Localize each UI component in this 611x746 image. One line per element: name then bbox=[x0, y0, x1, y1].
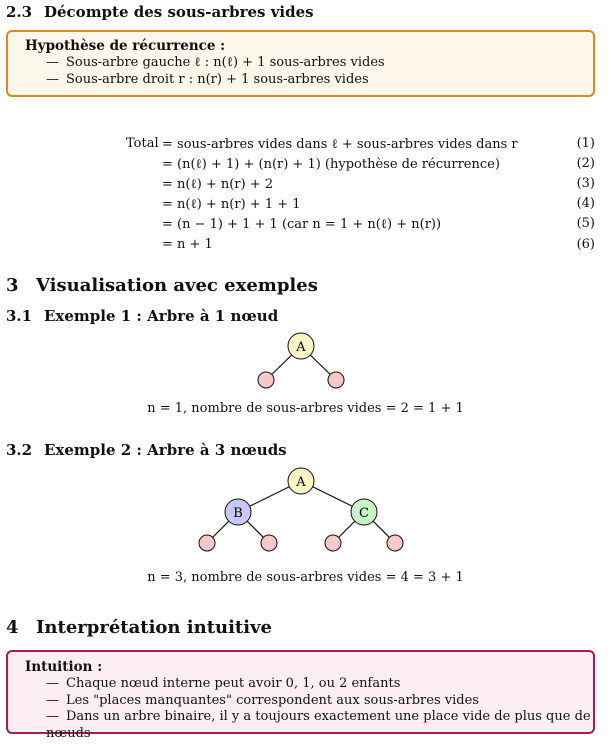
equation-row-5: = (n − 1) + 1 + 1 (car n = 1 + n(ℓ) + n(… bbox=[162, 217, 442, 232]
tree1-root-node bbox=[287, 332, 315, 360]
tree2-node-a-label: A bbox=[295, 475, 306, 490]
tree2-node-b-label: B bbox=[233, 506, 243, 521]
tree2-empty-3 bbox=[324, 534, 342, 552]
tree1-empty-right bbox=[327, 371, 345, 389]
equation-row-1: = sous-arbres vides dans ℓ + sous-arbres… bbox=[162, 137, 518, 152]
intuition-item-2: —Les "places manquantes" correspondent a… bbox=[46, 692, 479, 708]
intuition-title: Intuition : bbox=[25, 659, 103, 675]
tree2-node-a bbox=[287, 467, 315, 495]
equation-number-2: (2) bbox=[576, 156, 595, 171]
equation-number-4: (4) bbox=[576, 196, 595, 211]
hypothesis-item-right: —Sous-arbre droit r : n(r) + 1 sous-arbr… bbox=[46, 71, 369, 87]
intuition-item-1: —Chaque nœud interne peut avoir 0, 1, ou… bbox=[46, 676, 401, 691]
tree2-empty-4 bbox=[386, 534, 404, 552]
tree2-empty-2 bbox=[260, 534, 278, 552]
equation-lhs: Total bbox=[126, 136, 159, 151]
intuition-box: Intuition : —Chaque nœud interne peut av… bbox=[6, 650, 595, 741]
equation-row-6: = n + 1 bbox=[162, 237, 213, 252]
equation-number-6: (6) bbox=[576, 237, 595, 252]
equation-row-4: = n(ℓ) + n(r) + 1 + 1 bbox=[162, 197, 301, 212]
hypothesis-box: Hypothèse de récurrence : —Sous-arbre ga… bbox=[6, 30, 595, 97]
equation-number-3: (3) bbox=[576, 176, 595, 191]
tree1-root-label: A bbox=[295, 340, 306, 355]
intuition-item-3: —Dans un arbre binaire, il y a toujours … bbox=[46, 709, 591, 741]
tree2-node-b bbox=[224, 498, 252, 526]
equation-number-5: (5) bbox=[576, 216, 595, 231]
equation-row-3: = n(ℓ) + n(r) + 2 bbox=[162, 177, 274, 192]
tree2-empty-1 bbox=[198, 534, 216, 552]
tree-2: A B C bbox=[198, 467, 404, 552]
hypothesis-title: Hypothèse de récurrence : bbox=[25, 38, 226, 54]
tree2-caption: n = 3, nombre de sous-arbres vides = 4 =… bbox=[147, 570, 464, 585]
tree2-node-c bbox=[350, 498, 378, 526]
equation-row-2: = (n(ℓ) + 1) + (n(r) + 1) (hypothèse de … bbox=[162, 157, 500, 172]
tree2-node-c-label: C bbox=[359, 506, 369, 521]
equation-number-1: (1) bbox=[576, 136, 595, 151]
tree1-caption: n = 1, nombre de sous-arbres vides = 2 =… bbox=[147, 401, 464, 416]
hypothesis-item-left: —Sous-arbre gauche ℓ : n(ℓ) + 1 sous-arb… bbox=[46, 55, 385, 70]
tree-1: A bbox=[257, 332, 345, 389]
tree1-empty-left bbox=[257, 371, 275, 389]
